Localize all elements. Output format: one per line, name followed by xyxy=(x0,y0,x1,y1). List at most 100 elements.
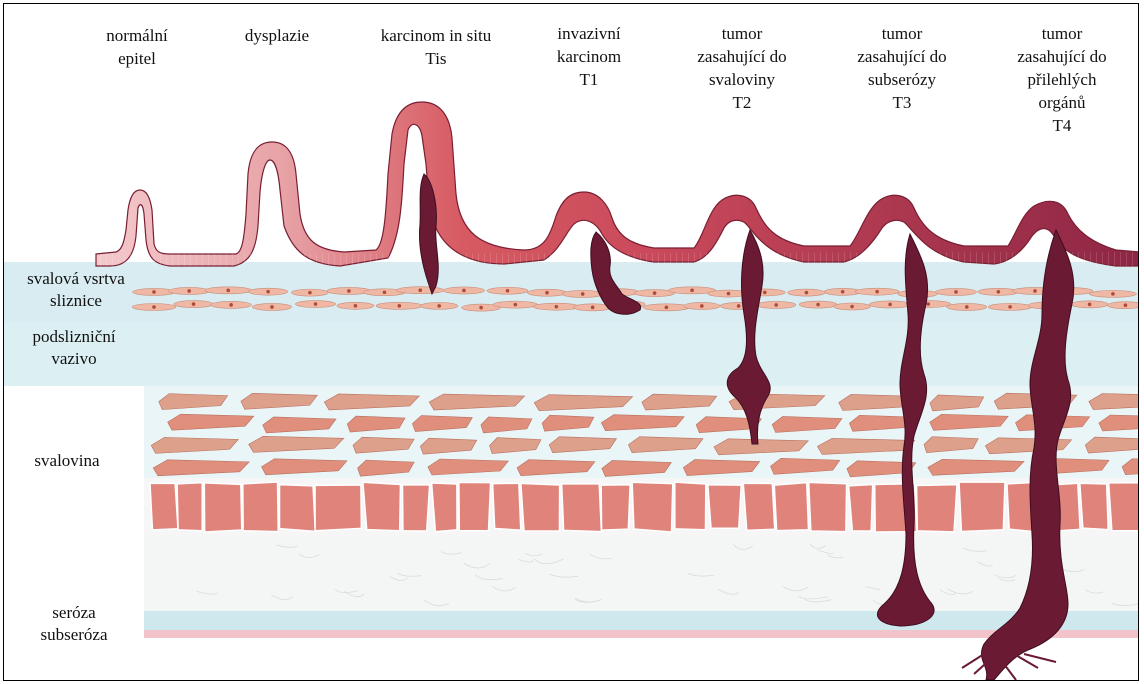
submucosa-layer xyxy=(4,322,1139,386)
layer-label-serosa-subserosa: seróza subseróza xyxy=(12,602,136,646)
cell-nucleus xyxy=(591,306,595,310)
cell-nucleus xyxy=(514,303,518,307)
cell-nucleus xyxy=(926,302,930,306)
cell-nucleus xyxy=(816,303,820,307)
stage-label-line: T1 xyxy=(534,68,644,91)
muscle-block xyxy=(363,482,401,531)
stage-label-line: zasahující do xyxy=(682,45,802,68)
stage-label-line: karcinom xyxy=(534,45,644,68)
muscle-block xyxy=(280,485,316,532)
layer-label-line: svalovina xyxy=(12,450,122,472)
layer-label-line: podslizniční xyxy=(12,326,136,348)
cell-nucleus xyxy=(479,306,483,310)
stage-label-t2: tumor zasahující do svaloviny T2 xyxy=(682,22,802,114)
layer-label-line: subseróza xyxy=(12,624,136,646)
stage-label-dysplasia: dysplazie xyxy=(222,24,332,47)
stage-label-line: dysplazie xyxy=(222,24,332,47)
stage-label-line: svaloviny xyxy=(682,68,802,91)
muscle-block xyxy=(150,483,178,529)
stage-label-line: přilehlých xyxy=(1002,68,1122,91)
stage-label-line: karcinom in situ xyxy=(356,24,516,47)
cell-nucleus xyxy=(354,304,358,308)
muscle-block xyxy=(708,485,741,528)
layer-label-line: seróza xyxy=(12,602,136,624)
cell-nucleus xyxy=(1124,303,1128,307)
layer-label-line: vazivo xyxy=(12,348,136,370)
stage-label-line: tumor xyxy=(842,22,962,45)
cell-nucleus xyxy=(506,289,510,293)
stage-label-line: epitel xyxy=(82,47,192,70)
cell-nucleus xyxy=(997,290,1001,294)
epithelium-texture xyxy=(96,252,1139,266)
muscle-block xyxy=(562,484,602,532)
cell-nucleus xyxy=(665,306,669,310)
cell-nucleus xyxy=(437,304,441,308)
epithelium-surface xyxy=(96,102,1139,266)
stage-label-normal-epithelium: normální epitel xyxy=(82,24,192,70)
colon-wall-illustration xyxy=(4,4,1139,681)
muscle-block xyxy=(632,482,673,532)
cell-nucleus xyxy=(965,305,969,309)
cell-nucleus xyxy=(152,290,156,294)
muscle-outer-cells xyxy=(150,482,1139,532)
cell-nucleus xyxy=(954,290,958,294)
cell-nucleus xyxy=(555,305,559,309)
stage-label-line: zasahující do xyxy=(842,45,962,68)
cell-nucleus xyxy=(226,289,230,293)
muscle-block xyxy=(177,483,202,531)
cell-nucleus xyxy=(314,302,318,306)
muscle-block xyxy=(1080,483,1108,529)
cell-nucleus xyxy=(266,290,270,294)
cell-nucleus xyxy=(308,291,312,295)
stage-label-line: orgánů xyxy=(1002,91,1122,114)
cell-nucleus xyxy=(1088,303,1092,307)
stage-label-line: Tis xyxy=(356,47,516,70)
stage-label-line: tumor xyxy=(1002,22,1122,45)
muscle-block xyxy=(459,482,491,530)
cell-nucleus xyxy=(418,288,422,292)
cell-nucleus xyxy=(888,303,892,307)
cell-nucleus xyxy=(545,291,549,295)
epithelium xyxy=(96,102,1139,266)
muscle-block xyxy=(402,485,429,531)
serosa-layer xyxy=(144,611,1139,631)
cell-nucleus xyxy=(700,304,704,308)
cell-nucleus xyxy=(763,291,767,295)
cell-nucleus xyxy=(270,305,274,309)
muscle-block xyxy=(1109,483,1139,531)
cell-nucleus xyxy=(805,291,809,295)
muscle-block xyxy=(917,485,957,532)
stage-label-invasive-carcinoma: invazivní karcinom T1 xyxy=(534,22,644,91)
cell-nucleus xyxy=(229,303,233,307)
stage-label-line: subserózy xyxy=(842,68,962,91)
layer-label-line: sliznice xyxy=(4,290,148,312)
muscle-block xyxy=(432,483,457,532)
cell-nucleus xyxy=(653,291,657,295)
stage-label-line: T4 xyxy=(1002,114,1122,137)
stage-label-line: invazivní xyxy=(534,22,644,45)
stage-label-line: tumor xyxy=(682,22,802,45)
cell-nucleus xyxy=(727,292,731,296)
spindle-cell xyxy=(1107,302,1139,309)
cell-nucleus xyxy=(347,289,351,293)
figure-frame: normální epitel dysplazie karcinom in si… xyxy=(3,3,1139,681)
stage-label-t4: tumor zasahující do přilehlých orgánů T4 xyxy=(1002,22,1122,137)
cell-nucleus xyxy=(192,302,196,306)
stage-label-line: T3 xyxy=(842,91,962,114)
muscle-block xyxy=(243,482,278,532)
muscle-block xyxy=(493,483,521,530)
layer-label-submucosa: podslizniční vazivo xyxy=(12,326,136,370)
cell-nucleus xyxy=(737,304,741,308)
stage-label-carcinoma-in-situ: karcinom in situ Tis xyxy=(356,24,516,70)
layer-label-muscle: svalovina xyxy=(12,450,122,472)
layer-label-muscularis-mucosae: svalová vsrtva sliznice xyxy=(4,268,148,312)
muscle-block xyxy=(315,485,361,531)
cell-nucleus xyxy=(581,292,585,296)
cell-nucleus xyxy=(875,290,879,294)
cell-nucleus xyxy=(152,305,156,309)
cell-nucleus xyxy=(841,290,845,294)
cell-nucleus xyxy=(1111,292,1115,296)
cell-nucleus xyxy=(1033,289,1037,293)
muscle-block xyxy=(521,483,560,531)
cell-nucleus xyxy=(462,289,466,293)
